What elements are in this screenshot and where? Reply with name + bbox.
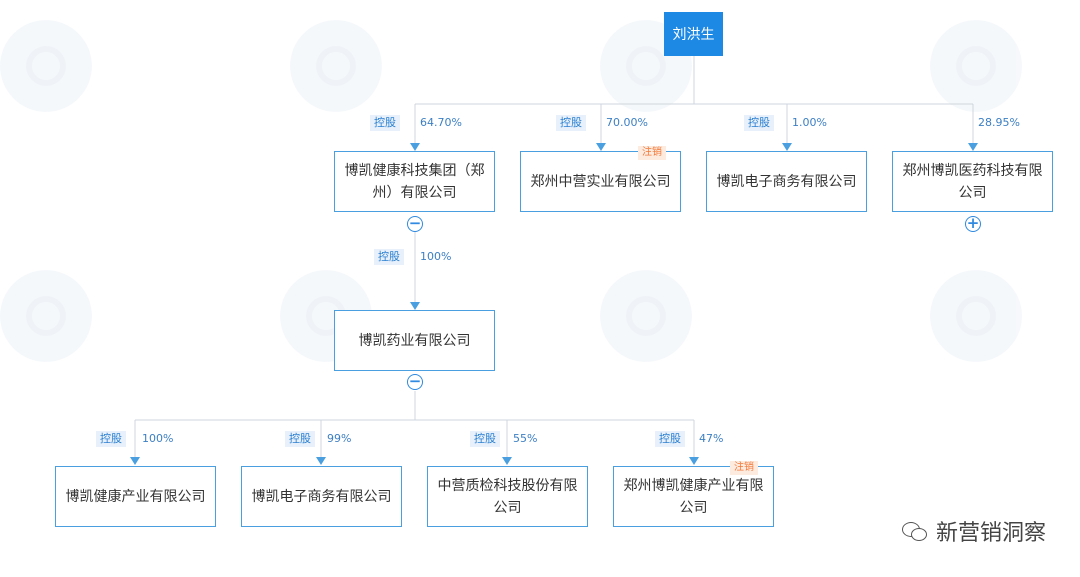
company-node[interactable]: 博凯药业有限公司 — [334, 310, 495, 371]
company-node[interactable]: 郑州中营实业有限公司 — [520, 151, 681, 212]
share-percent: 64.70% — [420, 116, 462, 129]
wechat-icon — [901, 520, 928, 542]
control-tag: 控股 — [285, 431, 315, 447]
brand-watermark: 新营销洞察 — [901, 515, 1046, 547]
cancelled-badge: 注销 — [638, 146, 666, 160]
brand-text: 新营销洞察 — [935, 521, 1046, 546]
share-percent: 100% — [142, 432, 174, 445]
share-percent: 99% — [327, 432, 352, 445]
control-tag: 控股 — [556, 115, 586, 131]
cancelled-badge: 注销 — [730, 461, 758, 475]
company-node[interactable]: 博凯电子商务有限公司 — [706, 151, 867, 212]
share-percent: 55% — [513, 432, 538, 445]
company-node[interactable]: 博凯电子商务有限公司 — [241, 466, 402, 527]
share-percent: 70.00% — [606, 116, 648, 129]
expand-toggle[interactable]: + — [965, 214, 981, 232]
company-node[interactable]: 郑州博凯医药科技有限公司 — [892, 151, 1053, 212]
share-percent: 1.00% — [792, 116, 827, 129]
collapse-toggle[interactable]: − — [407, 372, 423, 390]
control-tag: 控股 — [374, 249, 404, 265]
share-percent: 47% — [699, 432, 724, 445]
company-node[interactable]: 博凯健康科技集团（郑州）有限公司 — [334, 151, 495, 212]
company-node[interactable]: 郑州博凯健康产业有限公司 — [613, 466, 774, 527]
control-tag: 控股 — [370, 115, 400, 131]
company-node[interactable]: 中营质检科技股份有限公司 — [427, 466, 588, 527]
control-tag: 控股 — [655, 431, 685, 447]
collapse-toggle[interactable]: − — [407, 214, 423, 232]
root-person-node[interactable]: 刘洪生 — [664, 12, 723, 56]
share-percent: 28.95% — [978, 116, 1020, 129]
control-tag: 控股 — [744, 115, 774, 131]
share-percent: 100% — [420, 250, 452, 263]
control-tag: 控股 — [470, 431, 500, 447]
company-node[interactable]: 博凯健康产业有限公司 — [55, 466, 216, 527]
control-tag: 控股 — [96, 431, 126, 447]
